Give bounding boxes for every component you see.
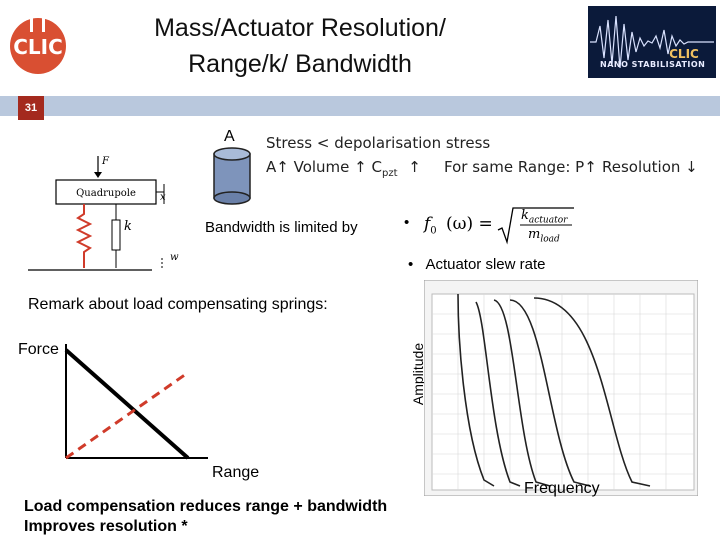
clic-logo: CLIC [10, 14, 66, 74]
conclusion-line-1: Load compensation reduces range + bandwi… [24, 498, 388, 515]
formula-k-sub: actuator [528, 215, 568, 226]
bandwidth-text: Bandwidth is limited by [205, 219, 358, 236]
header-bar [0, 96, 720, 116]
right-logo-subtitle: NANO STABILISATION [600, 60, 706, 69]
title-line-2: Range/k/ Bandwidth [188, 50, 412, 78]
formula-lhs: f0 [424, 214, 437, 236]
actuator-cylinder-icon [213, 147, 251, 205]
bandwidth-formula: f0 (ω) = kactuator mload [424, 206, 574, 246]
volume-line: A↑ Volume ↑ Cpzt ↑ [266, 158, 421, 179]
force-symbol: F [101, 156, 110, 167]
response-curve-2 [475, 301, 521, 487]
quadrupole-label: Quadrupole [76, 188, 136, 199]
stress-line: Stress < depolarisation stress [266, 134, 491, 152]
force-range-sketch [64, 344, 208, 460]
clic-logo-text: CLIC [13, 35, 63, 59]
slide-number-badge: 31 [18, 96, 44, 120]
formula-m: m [528, 227, 541, 242]
frequency-label: Frequency [524, 480, 600, 497]
slew-rate-item: • Actuator slew rate [408, 256, 546, 273]
bandwidth-bullet: • [404, 214, 410, 231]
quadrupole-diagram: F Quadrupole x k w [28, 156, 179, 271]
response-curve-3 [493, 299, 551, 487]
waveform-icon: CLIC [590, 15, 714, 69]
frequency-response-chart [424, 280, 698, 496]
range-line: For same Range: P↑ [444, 158, 597, 176]
x-symbol: x [160, 192, 166, 203]
formula-numerator: kactuator [521, 208, 567, 226]
range-label: Range [212, 464, 260, 481]
right-logo-text: CLIC [669, 47, 699, 61]
volume-arrow: ↑ [408, 158, 421, 176]
response-curve-1 [457, 293, 495, 487]
volume-text: A↑ Volume ↑ C [266, 158, 382, 176]
w-symbol: w [170, 252, 179, 263]
title-line-1: Mass/Actuator Resolution/ [154, 14, 446, 42]
response-curve-5 [533, 297, 651, 487]
formula-m-sub: load [540, 234, 560, 245]
area-label: A [224, 128, 235, 145]
k-symbol: k [124, 219, 132, 234]
slew-text: Actuator slew rate [425, 256, 546, 273]
remark-text: Remark about load compensating springs: [28, 296, 328, 313]
formula-k: k [521, 208, 529, 223]
resolution-line: Resolution ↓ [602, 158, 698, 176]
formula-f: f [424, 214, 431, 234]
conclusion-line-2: Improves resolution * [24, 518, 188, 535]
square-root-sign [497, 207, 574, 245]
nano-stabilisation-logo: CLIC [588, 6, 716, 78]
volume-sub: pzt [381, 168, 398, 179]
slew-bullet: • [408, 256, 414, 273]
formula-denominator: mload [528, 227, 560, 245]
force-label: Force [18, 341, 59, 358]
formula-arg: (ω) = [446, 214, 493, 234]
response-curve-4 [509, 299, 591, 487]
slide-title: Mass/Actuator Resolution/ Range/k/ Bandw… [120, 10, 480, 82]
formula-f-sub: 0 [430, 225, 437, 237]
